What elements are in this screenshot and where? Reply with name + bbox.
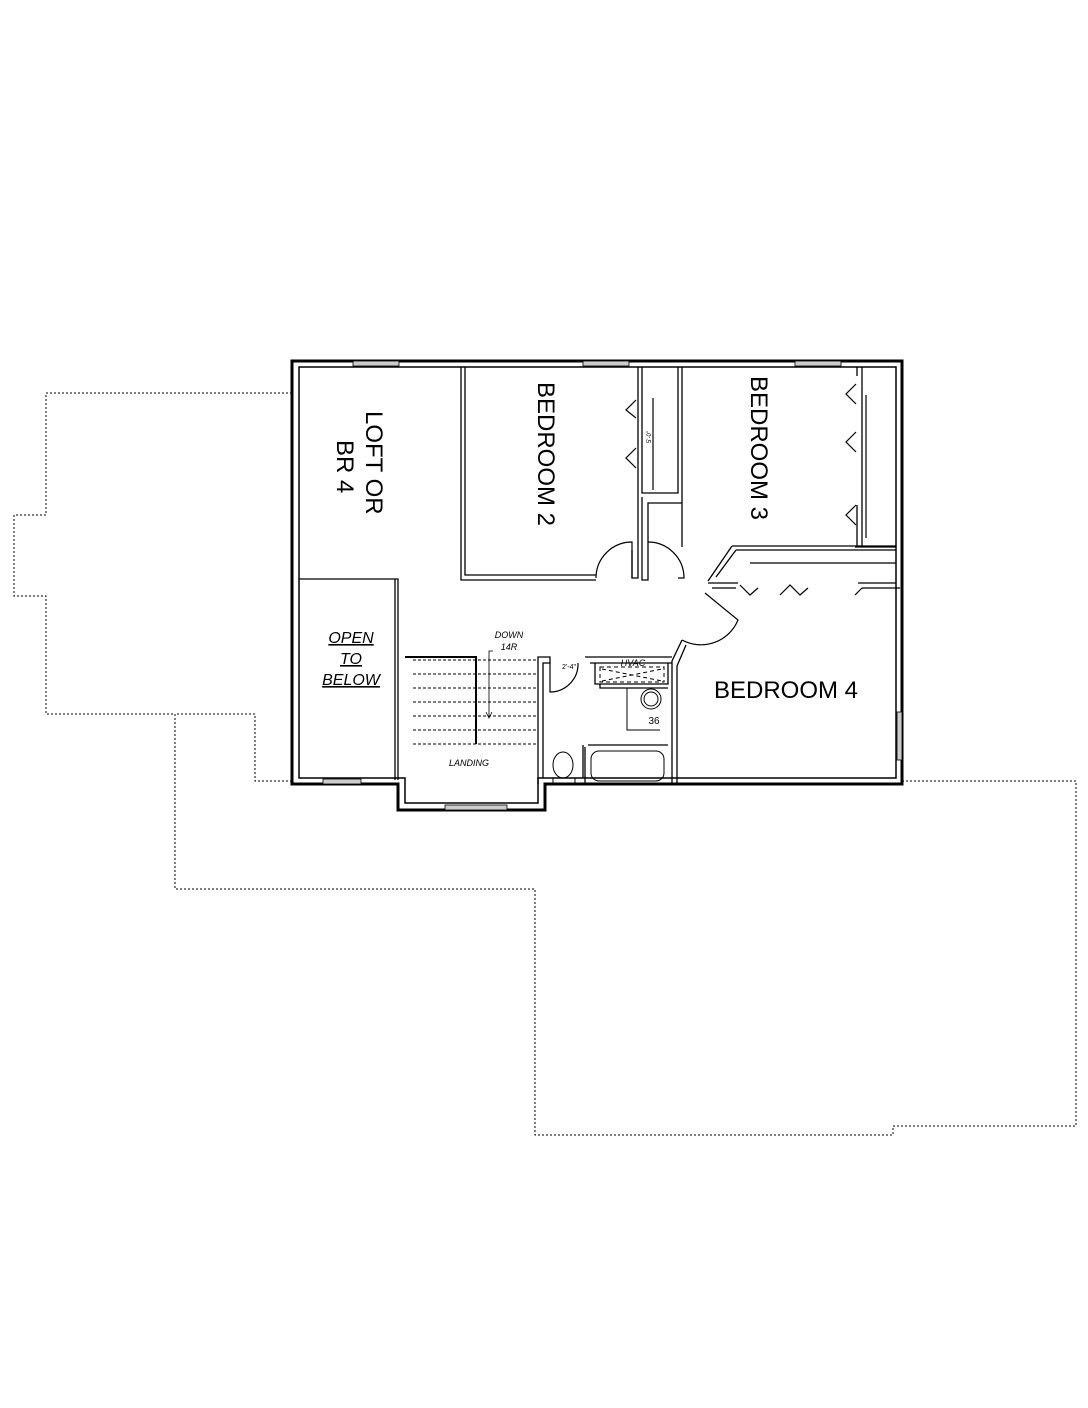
open-to-below-line3: BELOW [322,672,382,689]
bath-fixtures [552,666,665,785]
bedroom-3-label: BEDROOM 3 [745,376,772,520]
toilet [552,751,574,779]
sink [640,688,662,710]
stairs[interactable] [405,650,538,745]
bedroom-4-label: BEDROOM 4 [714,677,858,704]
closet-doors [625,383,896,596]
landing-label: LANDING [449,758,489,768]
doors [549,541,739,693]
stairs-down-label: DOWN [495,630,524,640]
interior-walls [299,367,900,784]
bedroom-2-label: BEDROOM 2 [532,382,559,526]
windows [322,360,903,811]
stairs-risers-label: 14R [501,642,518,652]
loft-label: LOFT OR [360,411,387,515]
vanity-size-label: 36 [648,716,660,727]
hvac-label: HVAC [621,658,646,668]
door-width-label: 2'-4" [562,664,576,671]
closet-depth-label: 5'-0" [647,431,653,443]
open-to-below-line2: TO [340,651,362,668]
hvac-unit [599,666,665,683]
open-to-below-line1: OPEN [328,630,374,647]
lower-floor-outline [13,392,1077,1136]
bathtub [590,750,665,782]
loft-label-2: BR 4 [331,440,358,493]
